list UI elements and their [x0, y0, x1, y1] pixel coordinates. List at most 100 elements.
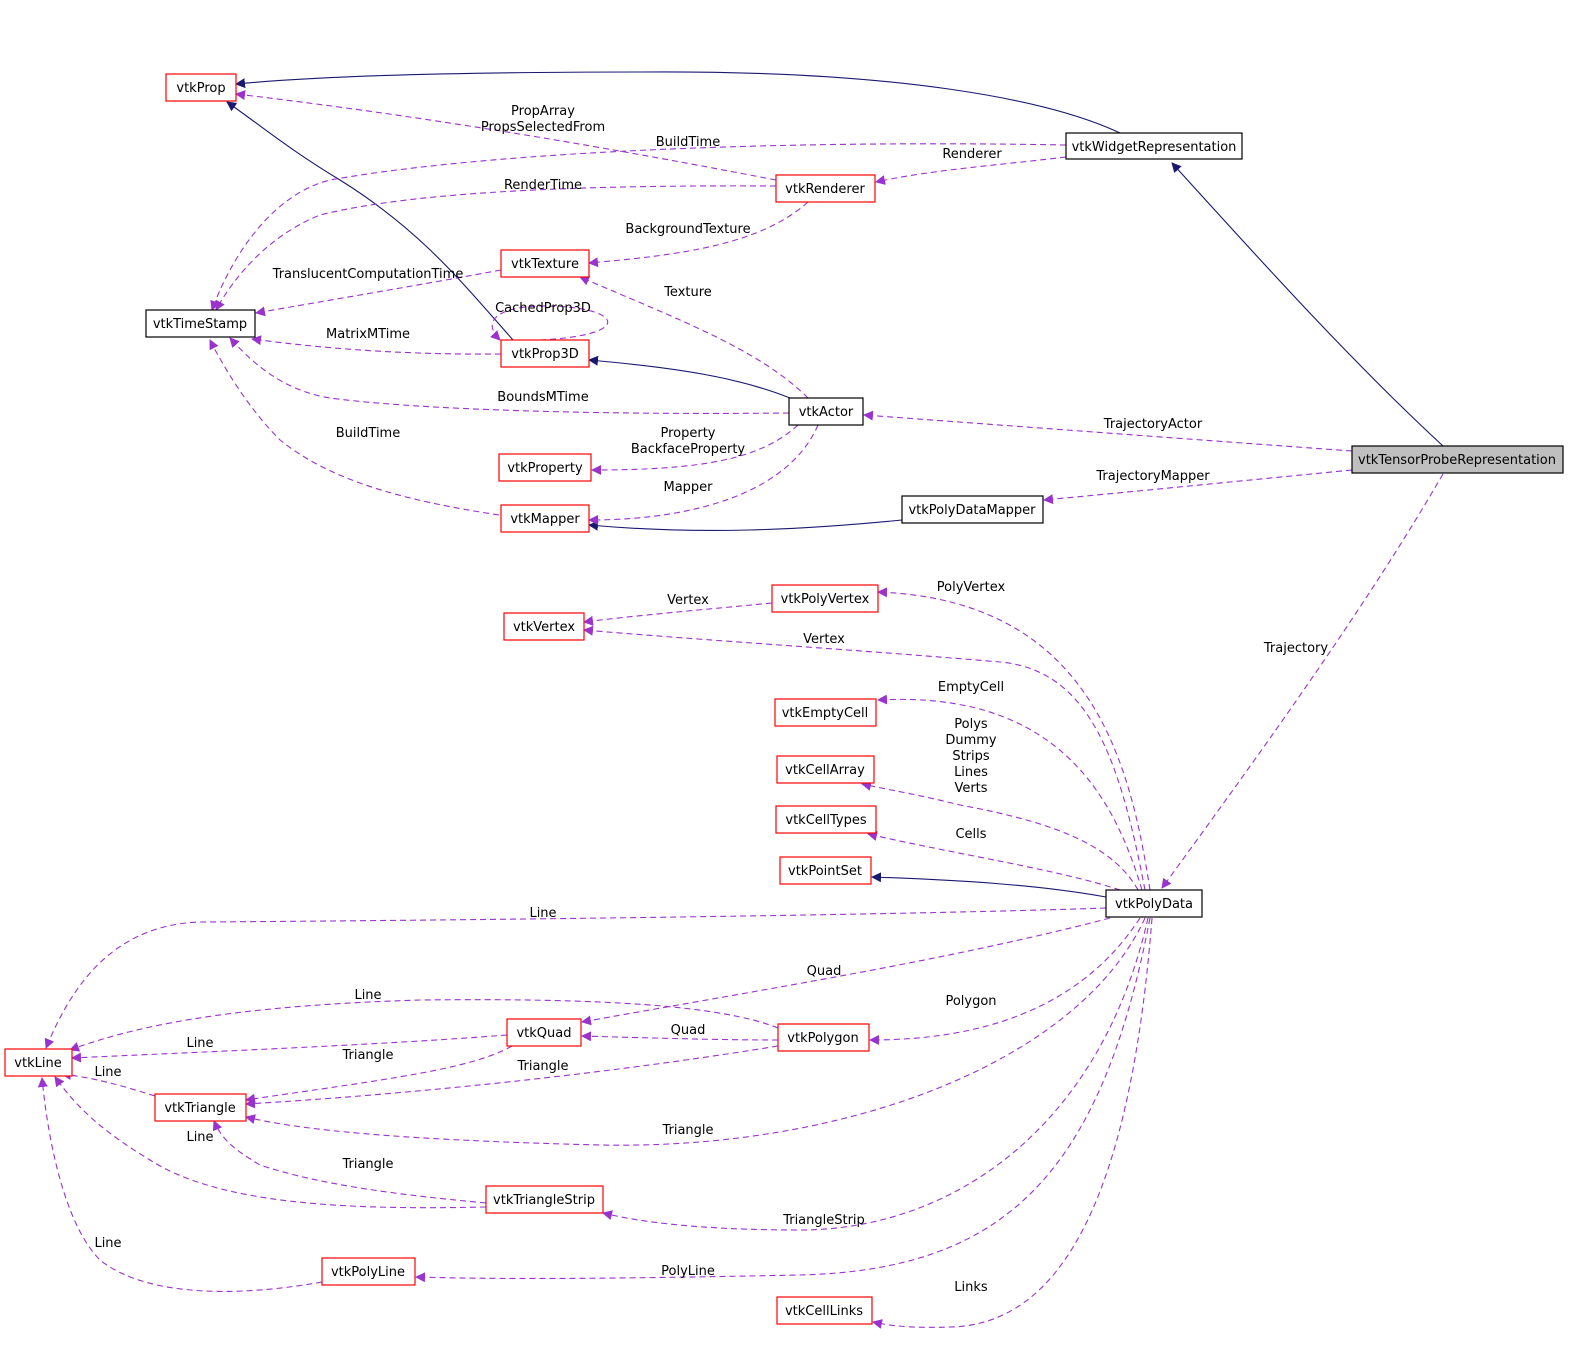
node-vtkWidgetRepresentation[interactable]: vtkWidgetRepresentation	[1065, 132, 1243, 160]
edge-polydata-emptycell	[877, 694, 1143, 891]
edge-label: Links	[954, 1280, 988, 1295]
node-vtkCellTypes[interactable]: vtkCellTypes	[775, 805, 877, 834]
node-vtkEmptyCell[interactable]: vtkEmptyCell	[774, 698, 877, 727]
edge-prop3d-cachedprop3d	[490, 305, 609, 341]
node-label: vtkTexture	[511, 257, 579, 272]
edge-actor-mapper	[588, 424, 819, 525]
edge-tensorprobe-trajectory	[1161, 473, 1444, 889]
edge-polygon-triangle	[245, 1045, 779, 1109]
edge-polydata-cellarray	[861, 780, 1139, 891]
edge-labels: PropArray PropsSelectedFrom BuildTime Re…	[94, 104, 1328, 1295]
edge-label: TrajectoryMapper	[1095, 469, 1210, 484]
node-vtkTexture[interactable]: vtkTexture	[500, 249, 590, 278]
node-vtkTriangleStrip[interactable]: vtkTriangleStrip	[485, 1185, 604, 1214]
edge-label: Cells	[955, 827, 986, 842]
node-vtkTensorProbeRepresentation[interactable]: vtkTensorProbeRepresentation	[1351, 445, 1564, 474]
node-vtkProp[interactable]: vtkProp	[165, 73, 237, 102]
edge-label: BoundsMTime	[497, 390, 588, 405]
edge-polydata-polyvertex	[877, 587, 1151, 891]
edge-label: Line	[186, 1130, 213, 1145]
edge-label: Polys	[954, 717, 988, 732]
edge-label: Strips	[952, 749, 990, 764]
node-label: vtkTriangle	[164, 1101, 235, 1116]
edge-label: Line	[94, 1236, 121, 1251]
edge-label: Line	[94, 1065, 121, 1080]
edge-label: Quad	[671, 1023, 706, 1038]
edge-label: Quad	[807, 964, 842, 979]
node-label: vtkProperty	[507, 461, 583, 476]
node-label: vtkActor	[799, 405, 854, 420]
edge-polygon-line	[69, 999, 779, 1052]
edge-label: RenderTime	[504, 178, 582, 193]
node-vtkPolygon[interactable]: vtkPolygon	[777, 1023, 870, 1052]
node-label: vtkProp	[176, 81, 225, 96]
node-vtkTimeStamp[interactable]: vtkTimeStamp	[145, 309, 256, 338]
node-vtkTriangle[interactable]: vtkTriangle	[154, 1093, 247, 1122]
node-label: vtkCellArray	[785, 763, 865, 778]
edge-label: Triangle	[341, 1048, 393, 1063]
node-vtkPointSet[interactable]: vtkPointSet	[779, 856, 872, 885]
node-vtkMapper[interactable]: vtkMapper	[500, 504, 590, 533]
edge-quad-line	[71, 1034, 508, 1063]
node-label: vtkCellLinks	[785, 1304, 863, 1319]
edge-quad-triangle	[245, 1045, 513, 1104]
edge-label: Lines	[954, 765, 988, 780]
edge-label: Line	[354, 988, 381, 1003]
edge-label: Texture	[663, 285, 712, 300]
edge-label: Triangle	[516, 1059, 568, 1074]
edge-label: PolyLine	[661, 1264, 715, 1279]
node-vtkLine[interactable]: vtkLine	[4, 1048, 73, 1077]
edge-label: MatrixMTime	[326, 327, 410, 342]
edge-label: BuildTime	[656, 135, 720, 150]
edge-actor-to-prop3d	[588, 355, 791, 399]
edge-widgetrep-renderer	[875, 156, 1067, 185]
edge-polydata-celltypes	[867, 831, 1121, 891]
node-vtkPolyLine[interactable]: vtkPolyLine	[321, 1257, 416, 1286]
node-label: vtkTimeStamp	[153, 317, 247, 332]
node-vtkCellLinks[interactable]: vtkCellLinks	[776, 1296, 873, 1325]
edge-triangle-line	[61, 1070, 156, 1097]
edge-actor-boundsmtime	[229, 337, 790, 414]
node-label: vtkTriangleStrip	[493, 1193, 595, 1208]
node-vtkPolyData[interactable]: vtkPolyData	[1105, 889, 1203, 918]
node-vtkActor[interactable]: vtkActor	[788, 397, 864, 426]
edge-polydatamapper-to-mapper	[588, 519, 903, 531]
edge-polydata-line-long	[44, 907, 1107, 1049]
edge-prop3d-matrixmtime	[251, 335, 502, 355]
edge-label: Property	[660, 426, 715, 441]
node-label: vtkTensorProbeRepresentation	[1358, 453, 1556, 468]
edge-label: Dummy	[945, 733, 997, 748]
edge-polydata-polyline	[415, 917, 1151, 1283]
edge-label: Vertex	[667, 593, 709, 608]
node-vtkProperty[interactable]: vtkProperty	[498, 453, 592, 482]
nodes: vtkProp vtkWidgetRepresentation vtkRende…	[4, 73, 1564, 1325]
edge-label: Verts	[954, 781, 987, 796]
node-vtkPolyDataMapper[interactable]: vtkPolyDataMapper	[901, 495, 1044, 524]
node-vtkProp3D[interactable]: vtkProp3D	[500, 339, 590, 368]
edge-label: PolyVertex	[937, 580, 1006, 595]
node-label: vtkPointSet	[788, 864, 862, 879]
edge-label: PropArray	[511, 104, 575, 119]
edge-prop3d-to-prop	[226, 101, 514, 341]
node-label: vtkCellTypes	[785, 813, 866, 828]
edge-label: BuildTime	[336, 426, 400, 441]
edge-mapper-buildtime	[209, 339, 500, 516]
edge-label: Renderer	[942, 147, 1002, 162]
edge-polygon-quad	[581, 1031, 779, 1042]
edge-polydata-to-pointset	[871, 872, 1107, 898]
node-vtkCellArray[interactable]: vtkCellArray	[776, 755, 875, 784]
edge-label: Polygon	[945, 994, 996, 1009]
node-vtkQuad[interactable]: vtkQuad	[506, 1018, 582, 1047]
edge-label: PropsSelectedFrom	[481, 120, 605, 135]
edge-label: EmptyCell	[938, 680, 1004, 695]
node-vtkVertex[interactable]: vtkVertex	[503, 612, 585, 641]
edge-polydata-quad	[581, 917, 1111, 1026]
node-vtkRenderer[interactable]: vtkRenderer	[775, 174, 876, 203]
edge-tensorprobe-to-widgetrep	[1171, 162, 1444, 447]
edge-label: BackfaceProperty	[631, 442, 746, 457]
node-label: vtkPolygon	[787, 1031, 858, 1046]
edge-label: TranslucentComputationTime	[272, 267, 464, 282]
edge-renderer-proparray	[235, 90, 777, 181]
edge-texture-translucent	[255, 269, 502, 317]
node-vtkPolyVertex[interactable]: vtkPolyVertex	[771, 584, 879, 613]
